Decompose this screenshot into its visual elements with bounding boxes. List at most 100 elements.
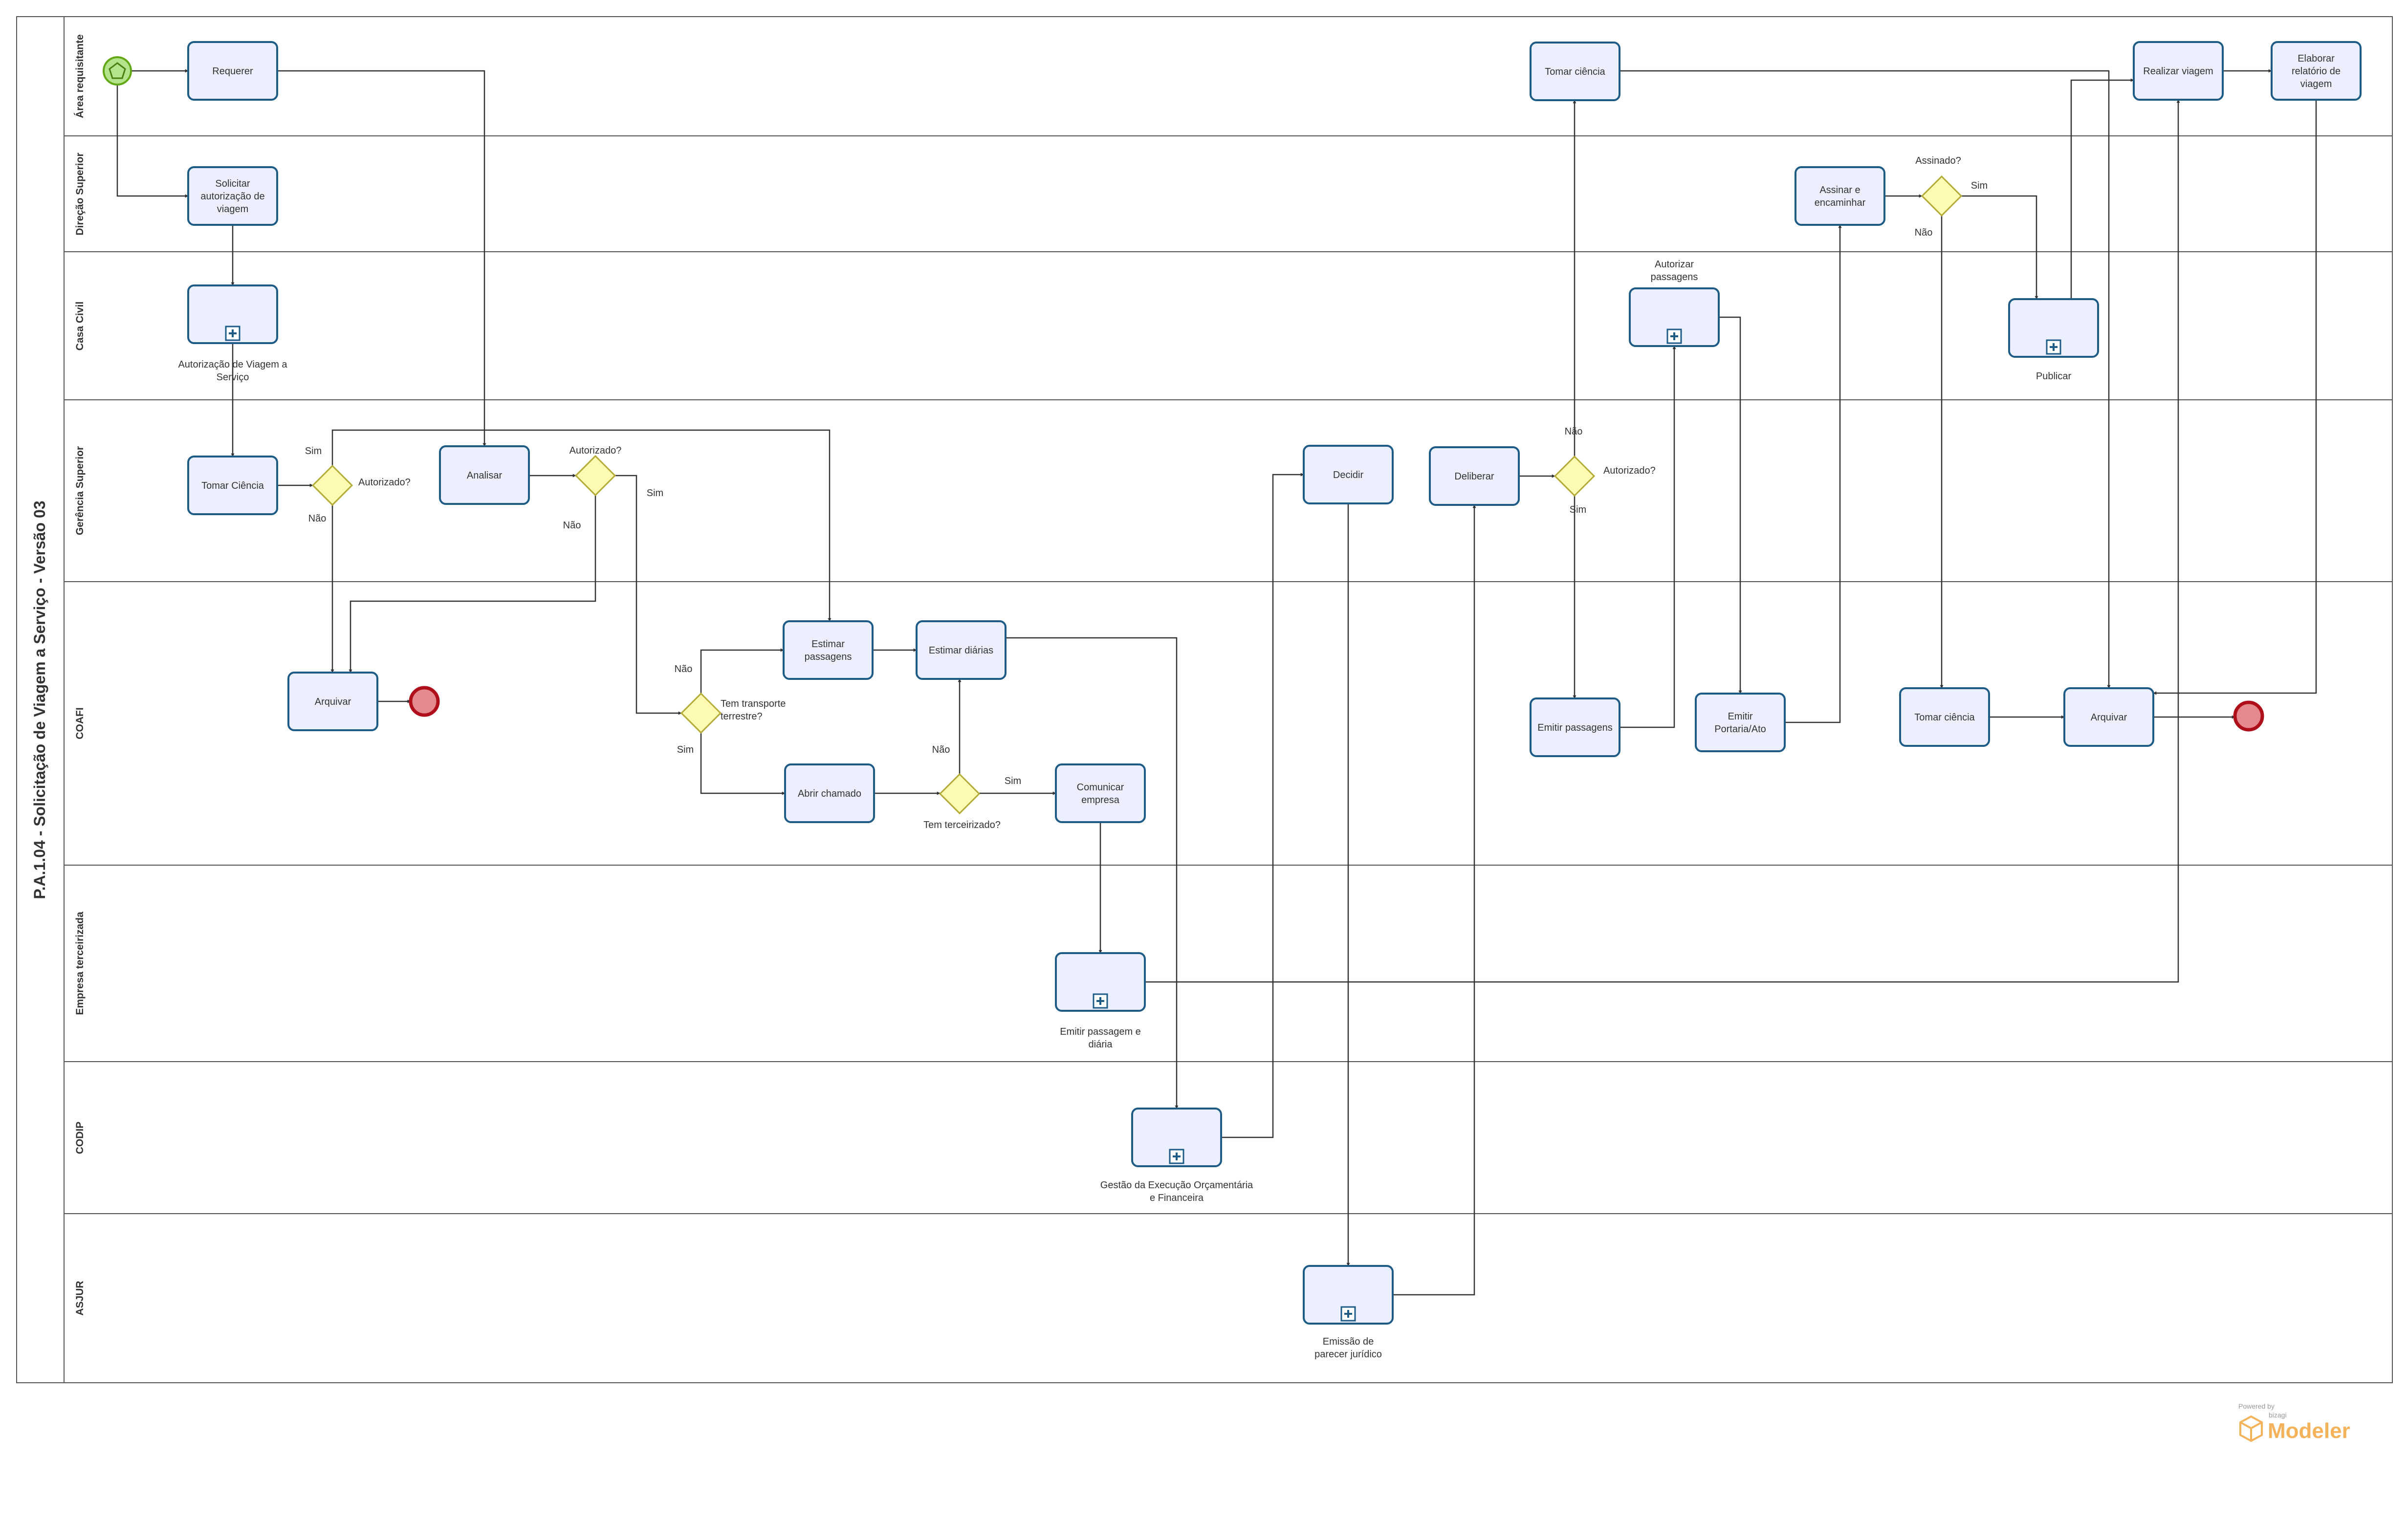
gateway-assinado[interactable]: Assinado? [1915,155,1963,217]
expand-plus-icon [2046,339,2061,355]
task-decidir[interactable]: Decidir [1303,445,1394,504]
subprocess-publicar-label: Publicar [2036,371,2072,382]
task-emitir-portaria-label: Emitir [1728,711,1752,722]
lane-title-area-requisitante: Área requisitante [74,34,86,118]
sequence-flow [2070,78,2134,299]
gateway-tem-transporte-terrestre-label: terrestre? [721,711,763,722]
task-emitir-passagens[interactable]: Emitir passagens [1530,697,1620,757]
flow-label-sim: Sim [647,488,663,499]
gateway-autorizado-label: Autorizado? [569,445,622,456]
task-tomar-ciencia-area-label: Tomar ciência [1545,66,1605,77]
flow-label-sim: Sim [305,446,322,457]
subprocess-autorizar-passagens-label: passagens [1651,272,1698,283]
task-solicitar-autorizacao-label: Solicitar [215,178,250,189]
bizagi-watermark: Powered by bizagi Modeler [2236,1402,2364,1447]
flow-label-sim: Sim [1971,180,1988,191]
expand-plus-icon [1093,993,1108,1009]
watermark-bizagi: bizagi [2269,1411,2287,1419]
sequence-flow [1006,637,1179,1109]
task-arquivar[interactable]: Arquivar [2063,687,2154,747]
sequence-flow [1221,473,1304,1138]
task-arquivar-label: Arquivar [2091,712,2127,723]
gateway-tem-terceirizado[interactable]: Tem terceirizado? [923,773,1001,830]
task-tomar-ciencia-coafi-label: Tomar ciência [1914,712,1975,723]
pentagon-icon [109,62,126,79]
task-estimar-diarias-label: Estimar diárias [929,645,993,656]
subprocess-gestao-execucao-label: Gestão da Execução Orçamentária [1100,1180,1253,1191]
gateway-autorizado[interactable]: Autorizado? [311,464,411,506]
subprocess-gestao-execucao[interactable]: Gestão da Execução Orçamentária e Finance… [1100,1108,1253,1203]
expand-plus-icon [1666,328,1682,344]
lane-title-direcao-superior: Direção Superior [74,152,86,235]
sequence-flow [277,70,486,447]
gateway-autorizado-label: Autorizado? [358,477,411,488]
task-deliberar[interactable]: Deliberar [1429,446,1520,506]
task-abrir-chamado[interactable]: Abrir chamado [784,763,875,823]
task-estimar-passagens-label: Estimar [811,639,845,650]
task-analisar[interactable]: Analisar [439,445,530,505]
sequence-flow [1620,346,1676,728]
sequence-flow [615,475,682,715]
flow-label-nao: Não [1565,426,1583,437]
task-deliberar-label: Deliberar [1454,471,1494,482]
subprocess-publicar[interactable]: Publicar [2008,298,2099,382]
task-arquivar[interactable]: Arquivar [287,672,378,731]
subprocess-autorizar-passagens-label: Autorizar [1655,259,1694,270]
task-estimar-passagens-label: passagens [805,652,852,662]
gateway-tem-terceirizado-label: Tem terceirizado? [923,820,1001,830]
bizagi-cube-icon [2239,1415,2263,1442]
end-event[interactable] [2233,700,2264,732]
task-emitir-passagens-label: Emitir passagens [1537,722,1612,733]
sequence-flow [349,495,596,673]
sequence-flow [116,85,189,198]
task-tomar-ciencia-gerencia[interactable]: Tomar Ciência [187,456,278,515]
sequence-flow [1961,195,2038,300]
watermark-powered-by: Powered by [2238,1403,2275,1410]
flow-label-sim: Sim [1005,776,1021,786]
task-emitir-portaria-label: Portaria/Ato [1714,724,1766,735]
sequence-flow [1785,224,1842,723]
task-comunicar-empresa-label: Comunicar [1077,782,1124,793]
sequence-flow [700,733,786,795]
task-realizar-viagem[interactable]: Realizar viagem [2133,41,2224,101]
sequence-flow [1620,70,2111,689]
sequence-flows [116,69,2317,1296]
task-estimar-diarias[interactable]: Estimar diárias [916,620,1007,680]
subprocess-gestao-execucao-label: e Financeira [1150,1193,1204,1203]
task-requerer[interactable]: Requerer [187,41,278,101]
task-tomar-ciencia-coafi[interactable]: Tomar ciência [1899,687,1990,747]
end-event[interactable] [409,686,440,717]
watermark-modeler: Modeler [2268,1419,2350,1443]
start-event[interactable] [103,56,132,86]
subprocess-autorizar-passagens[interactable]: Autorizar passagens [1629,259,1720,347]
sequence-flow [700,648,784,694]
sequence-flow [331,429,832,622]
gateway-autorizado[interactable]: Autorizado? [1554,455,1656,497]
subprocess-emissao-parecer-label: parecer jurídico [1314,1349,1382,1360]
task-abrir-chamado-label: Abrir chamado [798,788,861,799]
task-tomar-ciencia-area[interactable]: Tomar ciência [1530,42,1620,101]
task-estimar-passagens[interactable]: Estimar passagens [783,620,874,680]
lane-dividers [64,135,2392,1214]
lane-title-gerencia-superior: Gerência Superior [74,446,86,535]
lane-title-asjur: ASJUR [74,1281,86,1315]
gateway-autorizado[interactable]: Autorizado? [569,445,622,497]
sequence-flow [2153,100,2317,695]
task-elaborar-relatorio-label: viagem [2300,79,2332,89]
task-decidir-label: Decidir [1333,470,1364,480]
flow-label-sim: Sim [677,744,694,755]
sequence-flow [1393,504,1476,1296]
lane-title-codip: CODIP [74,1122,86,1154]
subprocess-emitir-passagem-diaria-label: diária [1089,1039,1113,1050]
